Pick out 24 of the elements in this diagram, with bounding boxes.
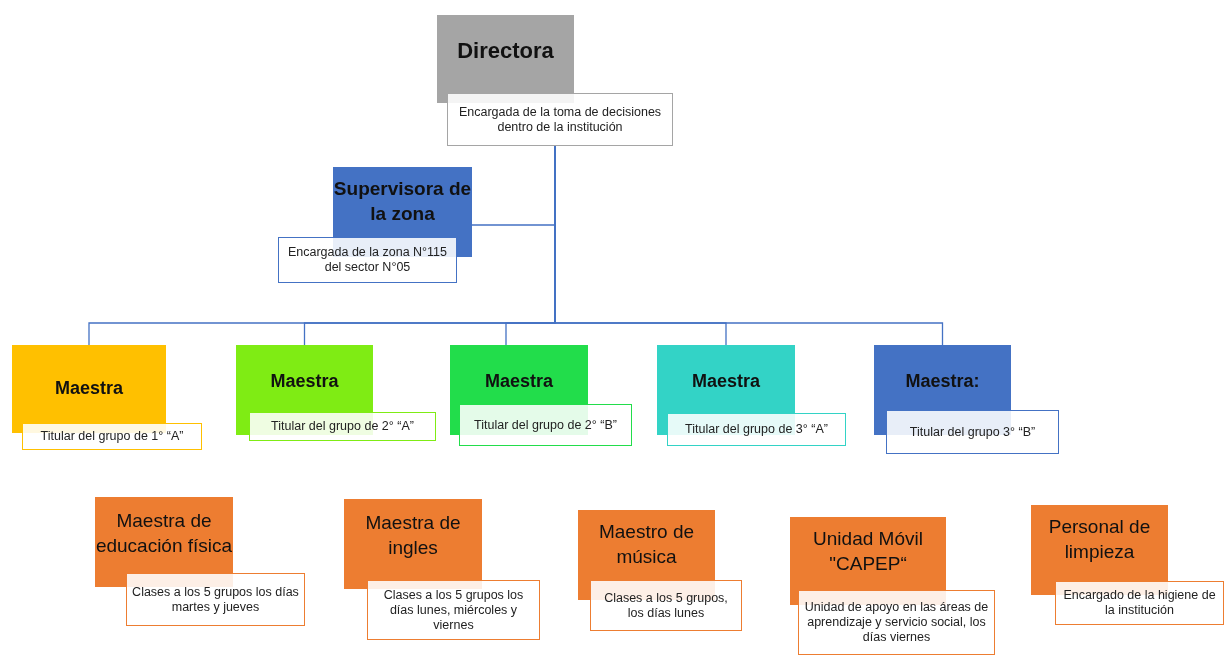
role-title: Supervisora de la zona <box>333 177 472 226</box>
description-box: Titular del grupo de 2° “B” <box>459 404 632 446</box>
role-title: Maestro de música <box>597 520 695 569</box>
role-title: Maestra: <box>905 370 980 393</box>
description-box: Titular del grupo 3° “B” <box>886 410 1059 454</box>
description-box: Unidad de apoyo en las áreas de aprendizaje y servicio social, los días viernes <box>798 590 995 655</box>
role-title: Maestra <box>270 370 339 393</box>
description-box: Clases a los 5 grupos los días lunes, miércoles y viernes <box>367 580 540 640</box>
description-box: Encargado de la higiene de la institución <box>1055 581 1224 625</box>
role-title: Unidad Móvil "CAPEP“ <box>812 527 924 576</box>
description-box: Titular del grupo de 3° “A” <box>667 413 846 446</box>
description-box: Clases a los 5 grupos, los días lunes <box>590 580 742 631</box>
description-box: Encargada de la zona N°115 del sector N°05 <box>278 237 457 283</box>
description-box: Clases a los 5 grupos los días martes y jueves <box>126 573 305 626</box>
role-title: Directora <box>457 37 554 65</box>
role-title: Maestra de educación física <box>95 509 233 558</box>
role-title: Maestra <box>484 370 553 393</box>
description-box: Encargada de la toma de decisiones dentro de la institución <box>447 93 673 146</box>
role-title: Maestra <box>691 370 760 393</box>
role-title: Maestra de ingles <box>364 511 462 560</box>
role-title: Personal de limpieza <box>1047 515 1152 564</box>
description-box: Titular del grupo de 1° “A” <box>22 423 202 450</box>
description-box: Titular del grupo de 2° “A” <box>249 412 436 441</box>
role-title: Maestra <box>54 377 123 400</box>
